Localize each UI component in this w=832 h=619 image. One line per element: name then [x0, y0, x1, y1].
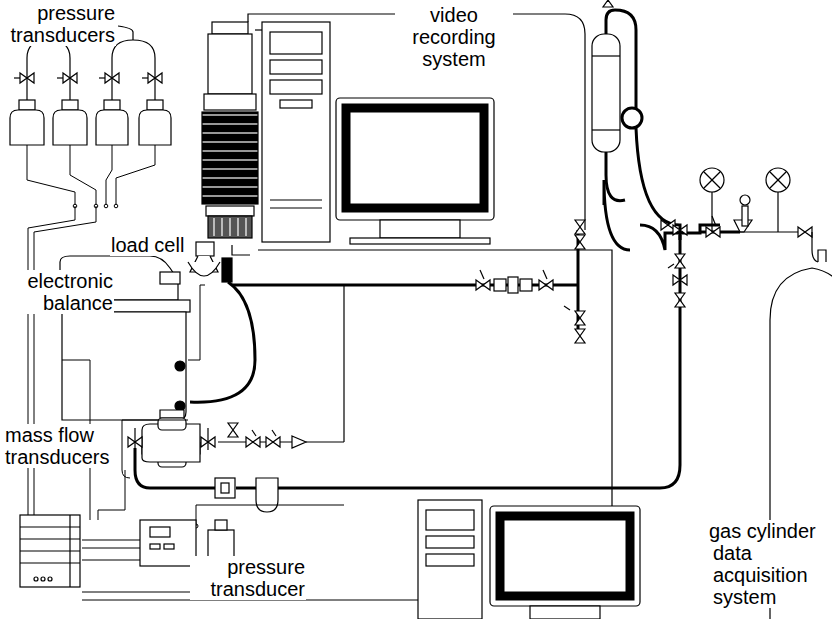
part-label: pressure transducers: [2, 2, 116, 46]
part-label: pressure transducer: [190, 556, 306, 600]
electronic-balance: [58, 242, 255, 420]
part-label: data acquisition system: [712, 542, 818, 608]
filter-and-trap: [215, 478, 278, 512]
part-label: load cell: [110, 234, 185, 256]
part-label: video recording system: [395, 4, 513, 70]
part-label: electronic balance: [4, 270, 114, 314]
manifold-line: [112, 40, 155, 78]
video-camera: [202, 22, 258, 238]
mass-flow-transducers: [128, 285, 344, 467]
daq-computer: [418, 500, 640, 619]
part-label: mass flow transducers: [4, 424, 118, 468]
part-label: gas cylinder: [708, 520, 817, 542]
